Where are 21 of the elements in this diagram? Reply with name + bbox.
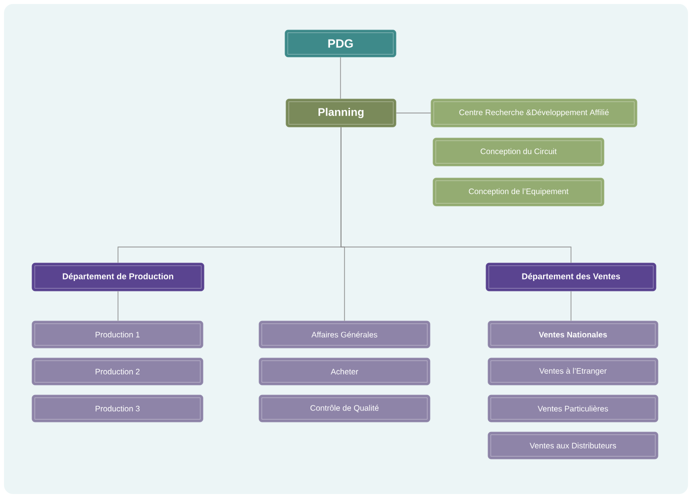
org-box: PDG bbox=[284, 30, 396, 58]
connector-line bbox=[340, 56, 341, 100]
org-box: Production 2 bbox=[32, 358, 204, 386]
org-box: Conception du Circuit bbox=[432, 138, 604, 166]
org-box: Département des Ventes bbox=[486, 262, 656, 292]
org-box: Département de Production bbox=[32, 262, 204, 292]
org-box: Production 1 bbox=[32, 320, 204, 348]
org-box: Planning bbox=[286, 98, 396, 128]
org-box: Ventes à l’Etranger bbox=[488, 358, 658, 386]
org-box: Acheter bbox=[258, 358, 430, 386]
org-box: Ventes aux Distributeurs bbox=[488, 432, 658, 460]
org-box: Ventes Nationales bbox=[488, 320, 658, 348]
org-box: Affaires Générales bbox=[258, 320, 430, 348]
connector-line bbox=[396, 112, 432, 114]
org-box: Conception de l’Equipement bbox=[432, 178, 604, 206]
org-box: Production 3 bbox=[32, 394, 204, 422]
connector-line bbox=[340, 126, 572, 264]
org-box: Ventes Particulières bbox=[488, 394, 658, 422]
connector-line bbox=[570, 290, 572, 322]
org-box: Centre Recherche &Développement Affilié bbox=[430, 98, 638, 128]
org-box: Contrôle de Qualité bbox=[258, 394, 430, 422]
